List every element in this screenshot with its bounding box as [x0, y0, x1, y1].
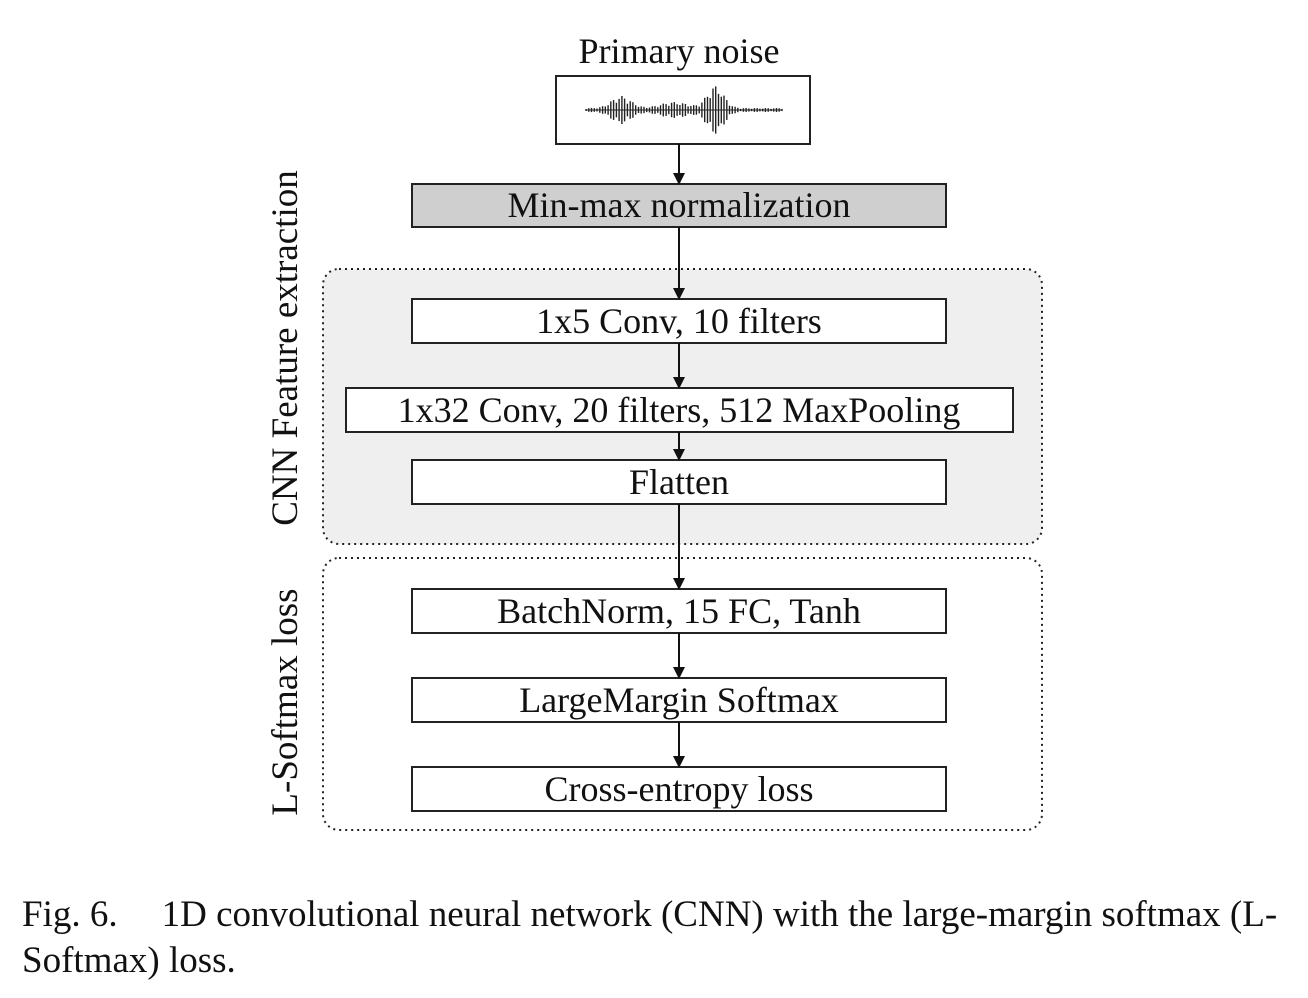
figure-number: Fig. 6. [22, 894, 118, 935]
input-label: Primary noise [579, 31, 780, 71]
lsoftmax-box [411, 677, 947, 723]
caption-text: 1D convolutional neural network (CNN) wi… [22, 894, 1278, 981]
figure-caption: Fig. 6.1D convolutional neural network (… [22, 892, 1302, 984]
cnn-architecture-diagram: CNN Feature extraction L-Softmax loss Pr… [265, 31, 1043, 831]
conv1-label: 1x5 Conv, 10 filters [536, 301, 822, 341]
cross-entropy-label: Cross-entropy loss [545, 769, 814, 809]
waveform-icon [585, 86, 783, 134]
flatten-box [411, 459, 947, 505]
lsoftmax-label: LargeMargin Softmax [519, 680, 839, 720]
feature-extraction-label: CNN Feature extraction [265, 170, 306, 526]
flatten-label: Flatten [629, 462, 729, 502]
conv1-box [411, 298, 947, 344]
normalization-box [411, 183, 947, 228]
normalization-label: Min-max normalization [508, 185, 851, 225]
conv2-label: 1x32 Conv, 20 filters, 512 MaxPooling [398, 390, 961, 430]
fc-label: BatchNorm, 15 FC, Tanh [497, 591, 861, 631]
loss-section-label: L-Softmax loss [265, 588, 306, 815]
